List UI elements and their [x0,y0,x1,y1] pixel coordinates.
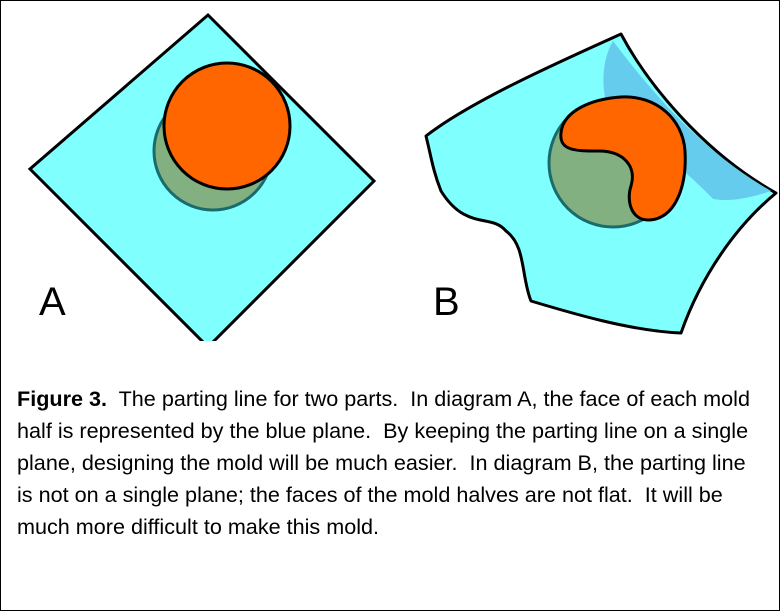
diagram-b-label: B [433,280,460,324]
caption-text: The parting line for two parts. In diagr… [17,386,756,539]
part-upper-half-b [559,95,687,222]
diagram-a [27,12,377,341]
caption-title: Figure 3. [17,386,107,411]
diagram-a-label: A [39,280,66,324]
part-upper-half-a [162,61,292,191]
diagram-b [424,32,778,335]
figure-caption: Figure 3. The parting line for two parts… [17,383,765,543]
parting-line-diagrams [27,12,778,341]
